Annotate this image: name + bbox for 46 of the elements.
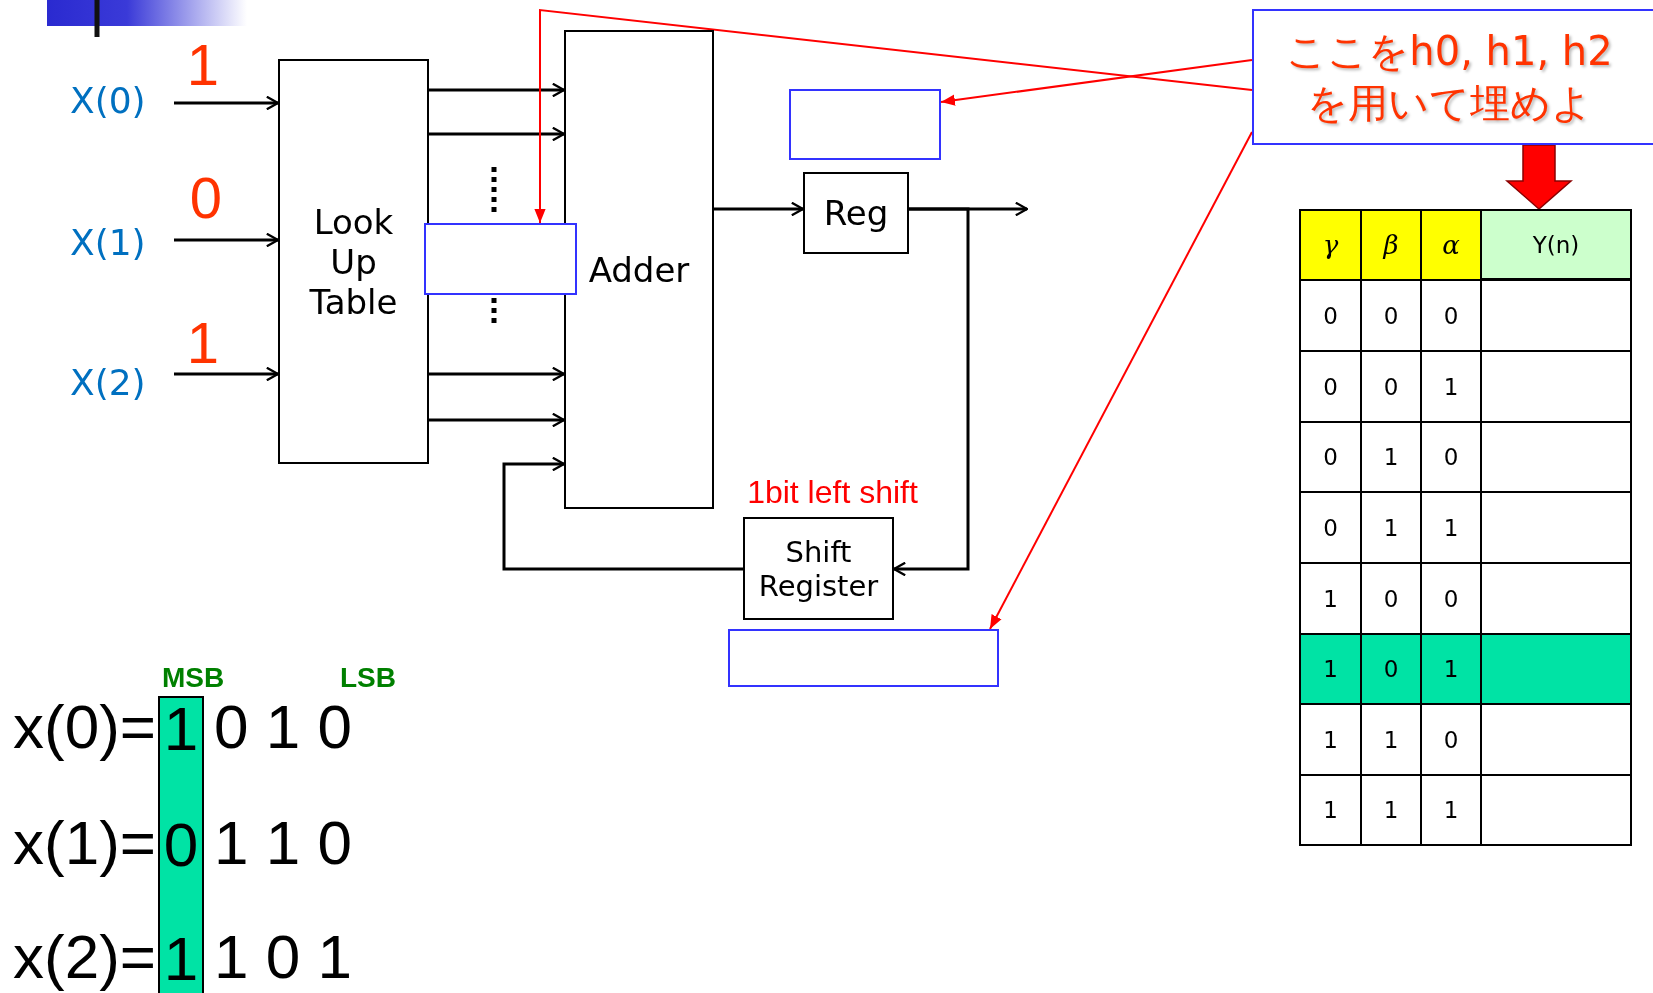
lookup-table-box: Look Up Table (278, 59, 429, 464)
bit-sequence: 0 1 0 (214, 696, 352, 758)
header-cell: γ (1299, 209, 1362, 281)
bit-value: 1 (186, 314, 220, 372)
adder-box: Adder (564, 30, 714, 509)
arrow (429, 82, 566, 98)
table-cell: 0 (1360, 633, 1422, 705)
bit-digit: 1 (163, 698, 199, 760)
arrow (940, 59, 1253, 106)
bit-sequence: 1 0 1 (214, 926, 352, 988)
arrow (989, 131, 1253, 630)
annotation-text: 1bit left shift (747, 476, 918, 508)
input-label: X(2) (70, 357, 174, 407)
answer-box (424, 223, 577, 295)
bit-value: 0 (189, 169, 223, 227)
arrow (174, 232, 280, 248)
bit-digit: 1 (163, 928, 199, 990)
answer-box (789, 89, 941, 160)
bit-digit: 0 (163, 814, 199, 876)
callout-box: ここをh0, h1, h2を用いて埋めよ (1252, 9, 1653, 145)
arrow (502, 456, 743, 571)
bit-sequence: 1 1 0 (214, 812, 352, 874)
bit-value: 1 (186, 36, 220, 94)
arrow (174, 366, 280, 382)
arrow (534, 8, 1253, 224)
arrow (714, 201, 805, 217)
bit-position-label: MSB (161, 664, 225, 692)
header-cell: α (1420, 209, 1482, 281)
table-cell: 1 (1420, 633, 1482, 705)
highlight-column (158, 696, 204, 993)
arrow (429, 412, 566, 428)
arrow (429, 126, 566, 142)
bit-position-label: LSB (340, 664, 396, 692)
table-cell: 1 (1299, 774, 1362, 846)
arrow (429, 366, 566, 382)
table-cell: 1 (1299, 633, 1362, 705)
arrow (174, 95, 280, 111)
input-label: X(1) (70, 217, 174, 267)
shift-register-box: Shift Register (743, 517, 894, 620)
register-box: Reg (803, 172, 909, 254)
header-cell: β (1360, 209, 1422, 281)
answer-box (728, 629, 999, 687)
block-arrow (1505, 144, 1573, 210)
header-cell: Y(n) (1480, 209, 1632, 280)
input-label: X(0) (70, 75, 174, 125)
arrow (892, 207, 970, 577)
